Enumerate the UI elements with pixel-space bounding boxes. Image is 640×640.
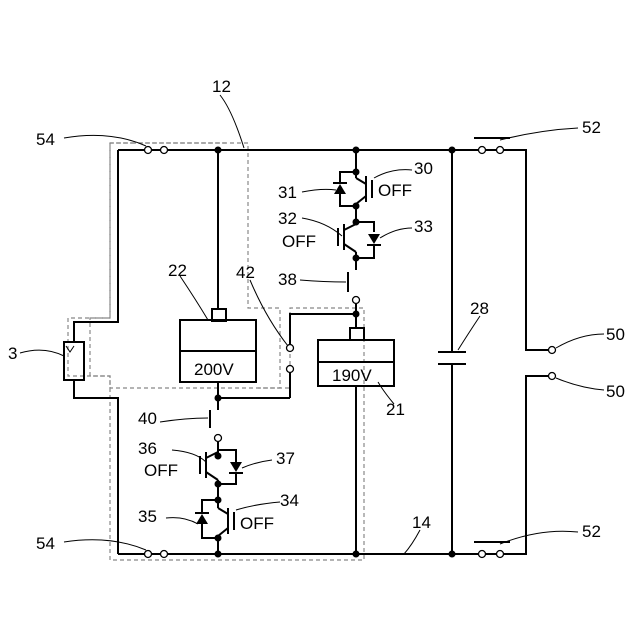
terminal-50-top xyxy=(549,347,556,354)
diode-33 xyxy=(368,234,380,244)
label-54-bottom: 54 xyxy=(36,534,55,553)
igbt-36-emitter xyxy=(206,472,218,480)
igbt-34-c-diag xyxy=(218,508,228,514)
leader-52-top xyxy=(500,128,578,140)
junction xyxy=(353,219,360,226)
switch-40-contact xyxy=(215,435,222,442)
leader-37 xyxy=(242,460,272,468)
leader-34 xyxy=(236,502,280,510)
junction xyxy=(449,147,456,154)
relay-52-bot-a xyxy=(479,551,486,558)
junction xyxy=(215,481,222,488)
label-3: 3 xyxy=(8,344,17,363)
igbt-34-e-diag xyxy=(218,528,228,536)
battery-21-terminal xyxy=(350,328,364,340)
junction xyxy=(215,395,222,402)
leader-28 xyxy=(458,316,480,350)
leader-50-top xyxy=(556,334,604,348)
junction xyxy=(215,551,222,558)
module-3-mark xyxy=(66,346,74,352)
junction xyxy=(215,497,222,504)
igbt-30-e-diag xyxy=(356,196,366,204)
battery-22-voltage: 200V xyxy=(194,360,234,379)
label-50-bottom: 50 xyxy=(606,382,625,401)
label-36: 36 xyxy=(138,439,157,458)
igbt-30-state: OFF xyxy=(378,181,412,200)
label-30: 30 xyxy=(414,159,433,178)
leader-54-top xyxy=(64,135,146,146)
label-38: 38 xyxy=(278,270,297,289)
igbt-32-state: OFF xyxy=(282,232,316,251)
label-37: 37 xyxy=(276,449,295,468)
terminal-50-bottom xyxy=(549,373,556,380)
label-34: 34 xyxy=(280,491,299,510)
junction xyxy=(215,535,222,542)
igbt-34-state: OFF xyxy=(240,514,274,533)
junction xyxy=(215,453,222,460)
label-21: 21 xyxy=(386,400,405,419)
relay-52-top-a xyxy=(479,147,486,154)
terminal-54-top-b xyxy=(161,147,168,154)
left-wire-bottom xyxy=(74,380,118,554)
leader-12 xyxy=(220,95,244,148)
left-wire-top xyxy=(74,150,118,342)
leader-30 xyxy=(374,170,412,178)
leader-3 xyxy=(20,350,64,356)
relay-52-top-b xyxy=(497,147,504,154)
label-31: 31 xyxy=(278,183,297,202)
label-52-top: 52 xyxy=(582,118,601,137)
switch-42-contact-b xyxy=(287,366,294,373)
leader-lines xyxy=(20,95,604,554)
leader-54-bot xyxy=(64,540,146,550)
label-40: 40 xyxy=(138,409,157,428)
output-wire-top xyxy=(504,150,548,350)
junction xyxy=(353,203,360,210)
leader-40 xyxy=(160,418,208,422)
diode-37 xyxy=(230,462,242,472)
igbt-36-state: OFF xyxy=(144,461,178,480)
label-54-top: 54 xyxy=(36,130,55,149)
diode-35 xyxy=(196,514,208,524)
junction xyxy=(215,147,222,154)
leader-38 xyxy=(300,280,346,282)
label-22: 22 xyxy=(168,261,187,280)
leader-31 xyxy=(302,189,336,192)
diode-31 xyxy=(334,184,346,194)
leader-50-bot xyxy=(556,378,604,390)
label-28: 28 xyxy=(470,299,489,318)
junction xyxy=(353,147,360,154)
label-33: 33 xyxy=(414,217,433,236)
leader-33 xyxy=(380,228,412,238)
junction xyxy=(353,311,360,318)
igbt-32-emitter xyxy=(344,244,356,252)
junction xyxy=(449,551,456,558)
label-32: 32 xyxy=(278,209,297,228)
terminal-54-bot-a xyxy=(145,551,152,558)
switch-38-contact xyxy=(353,297,360,304)
output-wire-bottom xyxy=(504,376,548,554)
leader-52-bot xyxy=(500,531,578,544)
label-42: 42 xyxy=(236,263,255,282)
junction xyxy=(353,255,360,262)
leader-14 xyxy=(404,530,420,554)
junction xyxy=(353,551,360,558)
label-12: 12 xyxy=(212,77,231,96)
label-35: 35 xyxy=(138,507,157,526)
igbt-30-c-diag xyxy=(356,178,366,184)
label-50-top: 50 xyxy=(606,325,625,344)
junction xyxy=(353,169,360,176)
relay-52-bot-b xyxy=(497,551,504,558)
leader-35 xyxy=(166,518,198,524)
leader-22 xyxy=(180,276,208,320)
battery-21-voltage: 190V xyxy=(332,366,372,385)
terminal-54-bot-b xyxy=(161,551,168,558)
label-52-bottom: 52 xyxy=(582,522,601,541)
terminal-54-top-a xyxy=(145,147,152,154)
label-14: 14 xyxy=(412,513,431,532)
